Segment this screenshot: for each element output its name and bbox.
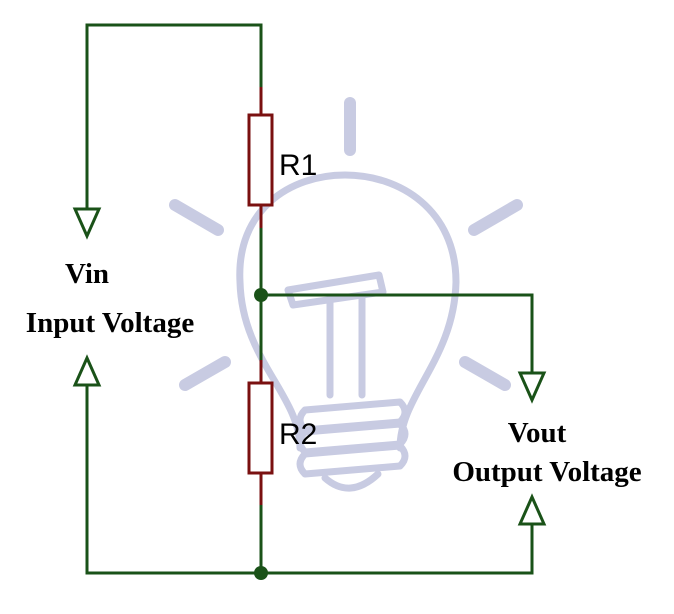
r1-label: R1	[279, 149, 317, 182]
input-voltage-label: Input Voltage	[26, 307, 195, 339]
vout-arrow-down-icon	[517, 371, 547, 404]
bottom-ground-wire	[85, 383, 534, 575]
resistor-r1	[247, 87, 274, 228]
vin-arrow-down-icon	[72, 207, 102, 240]
vout-arrow-up-icon	[517, 493, 547, 526]
input-top-wire	[85, 23, 263, 210]
circuit-wires	[85, 23, 534, 575]
junction-node-bottom	[254, 566, 268, 580]
vout-symbol-label: Vout	[508, 417, 567, 449]
lightbulb-icon	[169, 97, 523, 492]
r2-label: R2	[279, 418, 317, 451]
junction-node-middle	[254, 288, 268, 302]
vin-arrow-up-icon	[72, 354, 102, 387]
vin-symbol-label: Vin	[65, 258, 109, 290]
resistor-r2	[247, 360, 274, 505]
output-top-wire	[259, 293, 534, 374]
output-voltage-label: Output Voltage	[452, 456, 641, 488]
